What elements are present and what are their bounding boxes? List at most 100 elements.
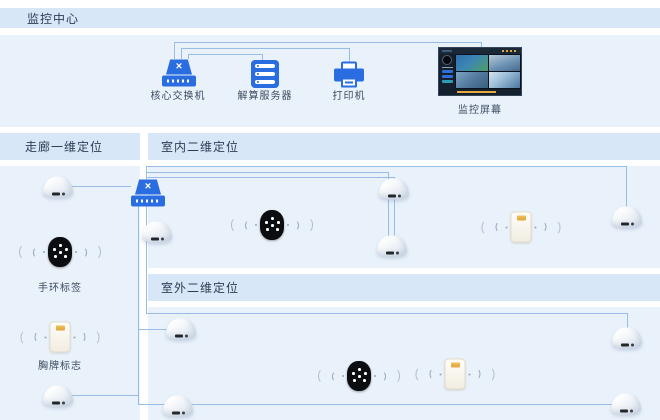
outdoor-section-header: 室外二维定位: [148, 274, 660, 301]
connector-line: [188, 54, 189, 59]
connector-line: [72, 186, 131, 187]
switch-ports-row: [162, 75, 196, 87]
led-dots: [271, 224, 274, 227]
anchor-icon: [43, 385, 73, 407]
indoor-section-header: 室内二维定位: [148, 133, 660, 160]
connector-line: [146, 172, 389, 173]
connector-line: [394, 177, 395, 236]
corridor-section-panel: [0, 166, 140, 420]
core-switch-label: 核心交换机: [150, 91, 206, 102]
anchor-icon: [612, 206, 642, 228]
connector-line: [174, 42, 482, 43]
gauge-icon: [442, 55, 452, 65]
connector-line: [146, 205, 147, 314]
anchor-icon: [379, 178, 409, 200]
monitoring-center-panel: [0, 35, 660, 127]
monitor-ticker-bar: [439, 89, 521, 95]
monitor-sidebar-button: [441, 80, 453, 83]
printer-label: 打印机: [332, 91, 366, 102]
signal-waves-icon: [73, 329, 100, 345]
anchor-icon: [612, 327, 642, 349]
badge-tag: [20, 321, 100, 353]
camera-feed: [488, 55, 520, 71]
switch-crossed-arrows-glyph: [135, 179, 161, 195]
signal-waves-icon: [287, 217, 313, 233]
led-dots: [358, 375, 361, 378]
printer-icon: [334, 61, 364, 89]
connector-line: [146, 166, 147, 181]
anchor-icon: [166, 318, 196, 340]
camera-grid: [455, 54, 521, 89]
monitor-sidebar: [439, 54, 455, 89]
monitor-body: [439, 54, 521, 89]
connector-line: [146, 166, 627, 167]
core-switch-icon: [162, 59, 196, 87]
signal-waves-icon: [318, 368, 344, 384]
server-rack-unit: [255, 72, 275, 76]
corridor-section-title: 走廊一维定位: [25, 140, 104, 154]
wristband-tag: [19, 237, 101, 267]
connector-line: [138, 404, 628, 405]
connector-line: [626, 166, 627, 207]
monitor-sidebar-button: [441, 75, 453, 78]
signal-waves-icon: [481, 219, 508, 235]
connector-line: [388, 172, 389, 236]
led-dots: [59, 251, 62, 254]
wristband-tag-icon: [347, 361, 371, 391]
anchor-icon: [142, 221, 172, 243]
wristband-tag: [231, 210, 313, 240]
access-switch-icon: [131, 179, 165, 207]
outdoor-section-title: 室外二维定位: [161, 281, 240, 295]
camera-feed: [456, 55, 488, 71]
signal-waves-icon: [20, 329, 47, 345]
signal-waves-icon: [231, 217, 257, 233]
server-label: 解算服务器: [237, 91, 293, 102]
wristband-tag-label: 手环标签: [38, 283, 82, 294]
wristband-tag-icon: [260, 210, 284, 240]
wristband-tag: [318, 361, 400, 391]
camera-feed: [456, 72, 488, 88]
monitor-sidebar-button: [441, 70, 453, 73]
anchor-icon: [163, 395, 193, 417]
signal-waves-icon: [75, 244, 101, 260]
anchor-icon: [43, 176, 73, 198]
badge-tag: [415, 358, 495, 390]
anchor-icon: [611, 393, 641, 415]
monitor-titlebar: [439, 48, 521, 54]
monitor-screen-preview: [438, 47, 522, 96]
monitor-sidebar-text: [441, 67, 453, 68]
connector-line: [146, 313, 628, 314]
signal-waves-icon: [534, 219, 561, 235]
connector-line: [262, 54, 263, 62]
switch-ports-row: [131, 195, 165, 207]
indoor-section-title: 室内二维定位: [161, 140, 240, 154]
connector-line: [627, 313, 628, 328]
outdoor-section-panel: [148, 307, 660, 420]
signal-waves-icon: [374, 368, 400, 384]
screen-label: 监控屏幕: [458, 105, 502, 116]
monitoring-center-title: 监控中心: [27, 11, 80, 26]
server-rack-unit: [255, 80, 275, 84]
monitoring-center-header-bar: 监控中心: [0, 8, 660, 28]
signal-waves-icon: [468, 366, 495, 382]
corridor-section-header: 走廊一维定位: [0, 133, 140, 160]
badge-tag: [481, 211, 561, 243]
connector-line: [181, 48, 182, 59]
anchor-icon: [377, 235, 407, 257]
camera-feed: [488, 72, 520, 88]
wristband-tag-icon: [48, 237, 72, 267]
signal-waves-icon: [415, 366, 442, 382]
printer-paper-out: [341, 77, 357, 88]
badge-tag-icon: [444, 358, 466, 390]
connector-line: [146, 177, 395, 178]
signal-waves-icon: [19, 244, 45, 260]
switch-crossed-arrows-glyph: [166, 59, 192, 75]
connector-line: [138, 329, 168, 330]
connector-line: [349, 48, 350, 62]
badge-tag-icon: [49, 321, 71, 353]
badge-tag-icon: [510, 211, 532, 243]
server-rack-unit: [255, 64, 275, 68]
connector-line: [72, 395, 138, 396]
connector-line: [481, 42, 482, 48]
